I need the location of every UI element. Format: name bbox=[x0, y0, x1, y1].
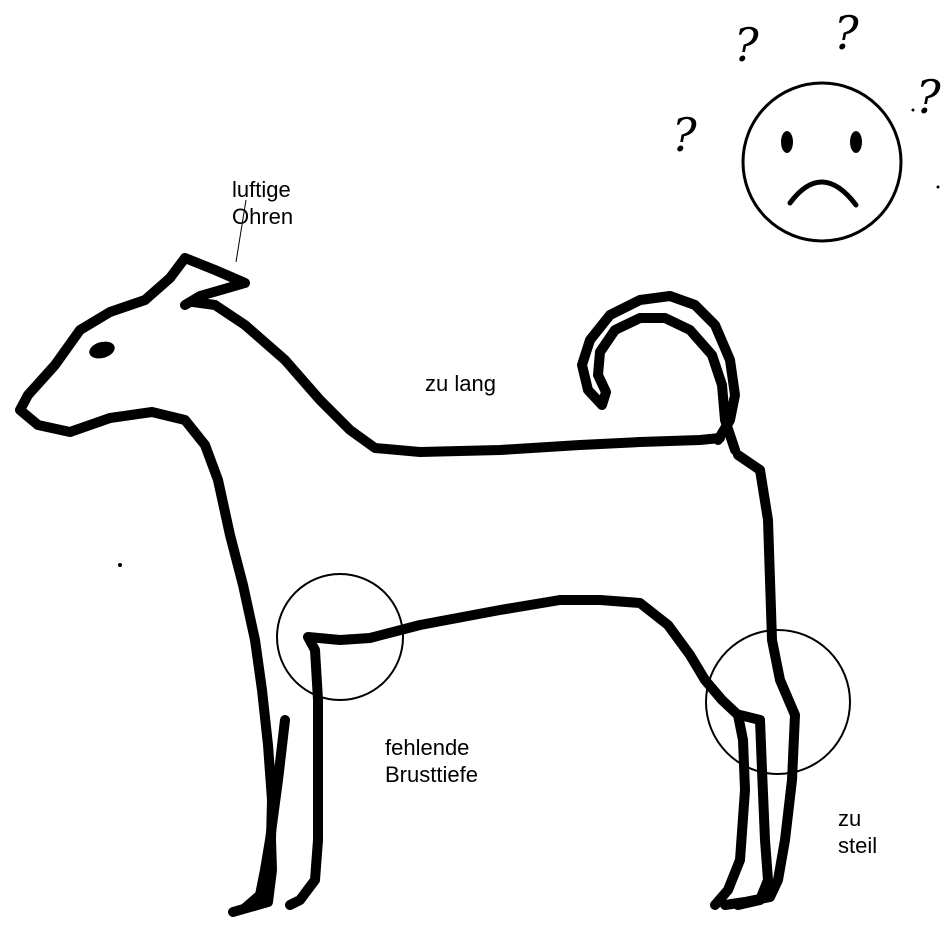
chest-label: fehlende Brusttiefe bbox=[385, 734, 478, 788]
stray-dot bbox=[912, 109, 915, 112]
hind-label-line1: zu bbox=[838, 805, 877, 832]
ears-label-line2: Ohren bbox=[232, 203, 293, 230]
question-mark-icon: ? bbox=[672, 112, 697, 158]
stray-dot bbox=[937, 186, 940, 189]
sad-face-icon bbox=[743, 83, 901, 241]
question-mark-icon: ? bbox=[834, 10, 859, 56]
dog-eye bbox=[87, 339, 116, 361]
question-mark-icon: ? bbox=[734, 22, 759, 68]
question-mark-icon: ? bbox=[916, 74, 941, 120]
back-label: zu lang bbox=[425, 370, 496, 397]
stray-dot bbox=[118, 563, 122, 567]
dog-tail bbox=[582, 296, 735, 450]
chest-label-line1: fehlende bbox=[385, 734, 478, 761]
chest-label-line2: Brusttiefe bbox=[385, 761, 478, 788]
ears-label-line1: luftige bbox=[232, 176, 293, 203]
hind-label: zu steil bbox=[838, 805, 877, 859]
dog-outline bbox=[20, 258, 720, 912]
dog-hind-leg-inner bbox=[290, 600, 745, 905]
ears-label: luftige Ohren bbox=[232, 176, 293, 230]
hind-label-line2: steil bbox=[838, 832, 877, 859]
